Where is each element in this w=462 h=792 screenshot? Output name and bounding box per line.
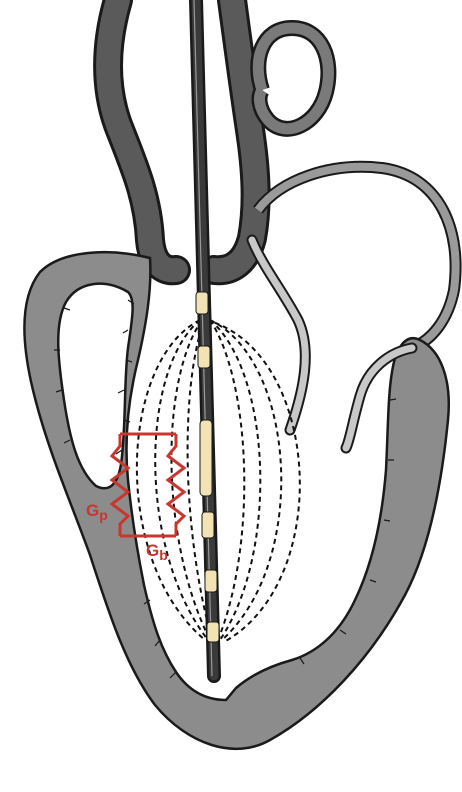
resistor-gb: [168, 434, 184, 536]
aortic-loop-inner: [258, 28, 328, 129]
electrode-1: [196, 292, 208, 314]
electrode-5: [205, 570, 217, 592]
right-vessel-inner: [214, 0, 256, 270]
electrode-2: [198, 346, 210, 368]
electrode-3: [200, 420, 212, 496]
left-vessel-inner: [108, 0, 176, 270]
atrial-arch-outer: [258, 167, 456, 348]
electrode-4: [202, 512, 214, 538]
electrode-6: [207, 622, 219, 642]
